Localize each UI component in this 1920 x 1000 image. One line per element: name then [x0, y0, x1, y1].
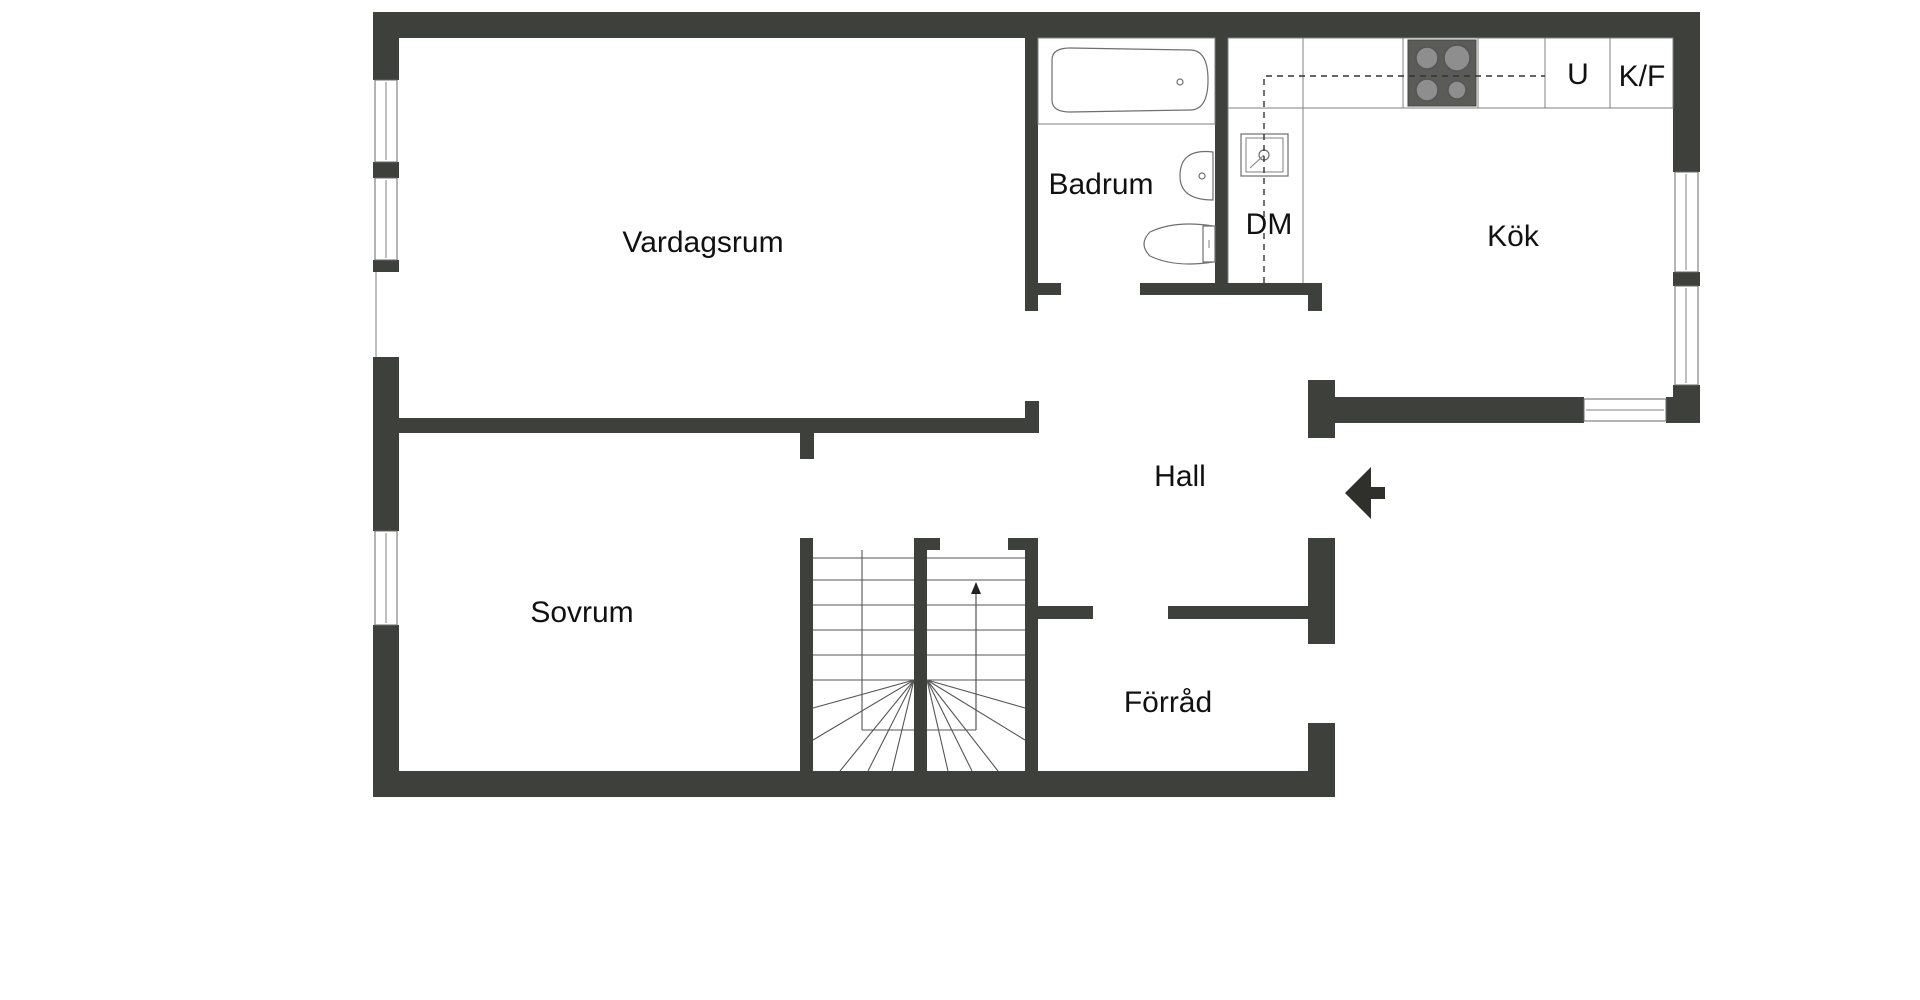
stove-icon	[1407, 39, 1477, 107]
stair-wall-right-stub	[1008, 538, 1038, 550]
outer-wall-top	[373, 12, 1700, 38]
wall-dm-kitchen-stub	[1308, 283, 1322, 311]
outer-wall-left	[373, 625, 399, 797]
kitchen-wall-left-stub	[1308, 380, 1335, 438]
stair-wall-left	[800, 538, 813, 797]
wall-stub	[1025, 283, 1061, 295]
kitchen-counter	[1227, 37, 1674, 283]
outer-wall-right-lower	[1308, 538, 1335, 644]
outer-wall-left	[373, 12, 399, 80]
outer-wall-right-lower	[1308, 723, 1335, 797]
wall-living-bedroom	[373, 418, 1039, 433]
room-label-hall: Hall	[1154, 460, 1206, 493]
stair-wall-middle-stub	[914, 538, 940, 550]
outer-wall-left	[373, 357, 399, 531]
appliance-label-u: U	[1567, 58, 1589, 91]
stair-arrowhead-icon	[971, 582, 981, 594]
room-label-badrum: Badrum	[1048, 168, 1153, 201]
toilet-icon	[1143, 223, 1216, 265]
overhead-cabinet-line	[1263, 75, 1545, 283]
outer-wall-left	[373, 260, 399, 272]
outer-wall-left	[373, 162, 399, 178]
wall-stub	[800, 425, 814, 459]
wall-storage-top	[1025, 606, 1093, 619]
kitchen-wall-right	[1673, 12, 1700, 172]
wall-bath-dm	[1215, 38, 1228, 295]
kitchen-wall-right	[1673, 272, 1700, 286]
room-label-dm: DM	[1246, 208, 1293, 241]
kitchen-wall-bottom	[1308, 397, 1584, 423]
room-label-forrad: Förråd	[1124, 686, 1212, 719]
wall-storage-top	[1168, 606, 1335, 619]
appliance-label-kf: K/F	[1619, 60, 1666, 93]
windows	[374, 79, 1699, 626]
walls	[373, 12, 1700, 797]
wall-stub	[1025, 401, 1039, 433]
bathtub-icon	[1037, 37, 1216, 125]
room-label-vardagsrum: Vardagsrum	[622, 226, 783, 259]
stair-wall-middle	[914, 538, 927, 797]
room-label-sovrum: Sovrum	[530, 596, 633, 629]
kitchen-wall-bottom	[1666, 397, 1700, 423]
entrance-arrow-icon	[1345, 467, 1385, 519]
staircase-icon	[812, 550, 1026, 772]
stair-wall-right	[1025, 538, 1038, 797]
wall-bath-bottom	[1140, 283, 1322, 295]
outer-wall-bottom	[373, 771, 1335, 797]
room-label-kok: Kök	[1487, 220, 1540, 253]
wall-living-bath	[1025, 38, 1038, 311]
washbasin-icon	[1179, 150, 1214, 201]
